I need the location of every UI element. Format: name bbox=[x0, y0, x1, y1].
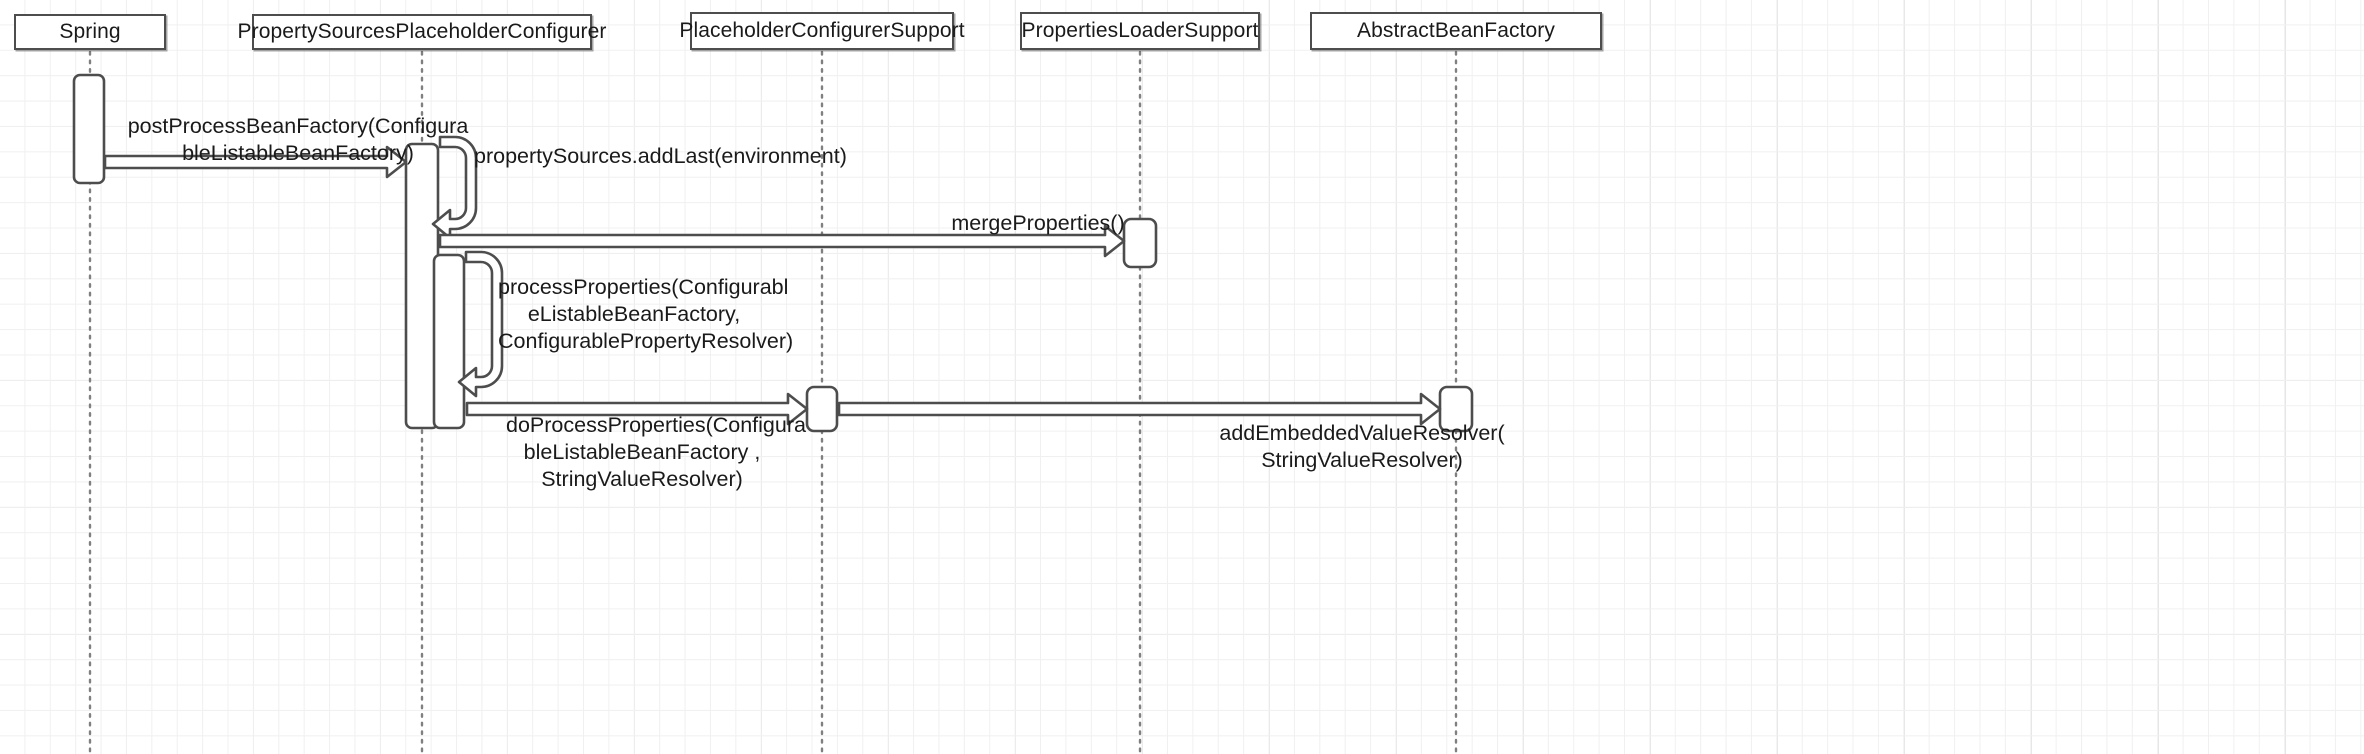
arrow-merge-properties bbox=[438, 224, 1126, 258]
activation-bar-pspc-inner bbox=[432, 253, 466, 430]
arrow-add-embedded-value-resolver bbox=[837, 392, 1442, 426]
activation-bar-spring bbox=[72, 73, 106, 185]
arrow-post-process-bean-factory bbox=[103, 145, 408, 179]
participant-properties-loader-support[interactable]: PropertiesLoaderSupport bbox=[1020, 12, 1260, 50]
participant-label-spring: Spring bbox=[59, 20, 121, 43]
arrow-property-sources-add-last bbox=[431, 135, 478, 240]
message-arrows bbox=[103, 135, 1442, 426]
lifelines bbox=[88, 50, 1458, 754]
participant-abstract-bean-factory[interactable]: AbstractBeanFactory bbox=[1310, 12, 1602, 50]
participant-label-abstract-bean-factory: AbstractBeanFactory bbox=[1357, 19, 1555, 42]
participant-placeholder-configurer-support[interactable]: PlaceholderConfigurerSupport bbox=[679, 12, 965, 50]
participant-label-placeholder-configurer-support: PlaceholderConfigurerSupport bbox=[679, 19, 965, 42]
activation-bar-abstract-bean-factory bbox=[1438, 385, 1474, 433]
arrow-process-properties bbox=[457, 250, 504, 398]
participant-label-property-sources-placeholder-configurer: PropertySourcesPlaceholderConfigurer bbox=[237, 20, 607, 43]
activation-bars bbox=[72, 73, 1474, 433]
participant-property-sources-placeholder-configurer[interactable]: PropertySourcesPlaceholderConfigurer bbox=[238, 14, 606, 50]
activation-bar-properties-loader-support bbox=[1122, 217, 1158, 269]
participant-label-properties-loader-support: PropertiesLoaderSupport bbox=[1021, 19, 1259, 42]
participant-spring[interactable]: Spring bbox=[14, 14, 166, 50]
arrow-do-process-properties bbox=[465, 392, 809, 426]
activation-bar-placeholder-configurer-support bbox=[805, 385, 839, 433]
